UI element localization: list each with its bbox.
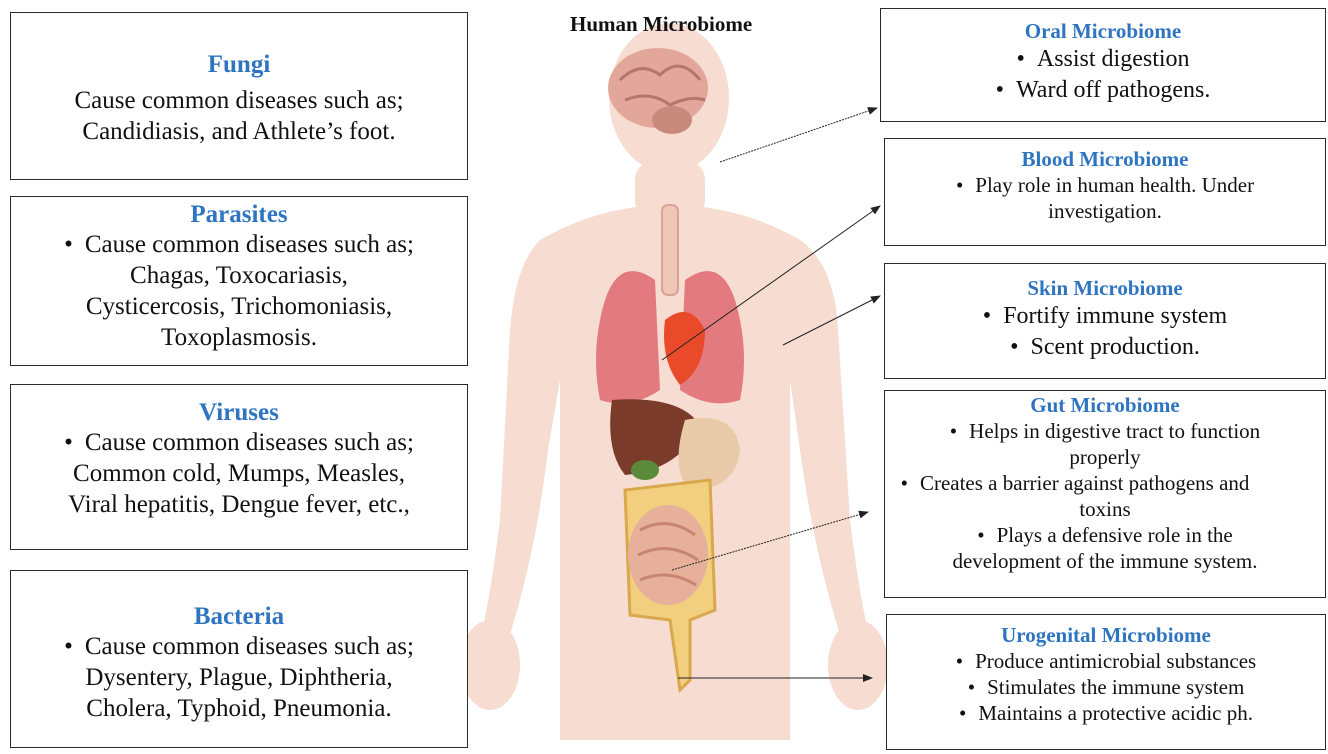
bullet-dot: •: [996, 77, 1004, 103]
bullet-dot: •: [950, 419, 957, 443]
skin-bullet: • Scent production.: [885, 332, 1325, 363]
skin-microbiome-box: Skin Microbiome • Fortify immune system •…: [884, 263, 1326, 379]
trachea: [662, 205, 678, 295]
blood-microbiome-title: Blood Microbiome: [885, 147, 1325, 172]
urogenital-bullet: • Maintains a protective acidic ph.: [887, 700, 1325, 726]
bullet-dot: •: [1016, 46, 1024, 72]
blood-line: Play role in human health. Under: [975, 173, 1254, 197]
bacteria-bullet: • Cause common diseases such as;: [11, 631, 467, 662]
parasites-line: Cysticercosis, Trichomoniasis,: [11, 291, 467, 322]
bacteria-title: Bacteria: [11, 603, 467, 631]
gut-line: Helps in digestive tract to function: [969, 419, 1260, 443]
blood-bullet: • Play role in human health. Under: [885, 172, 1325, 198]
urogenital-line: Maintains a protective acidic ph.: [978, 701, 1253, 725]
urogenital-microbiome-title: Urogenital Microbiome: [887, 623, 1325, 648]
bullet-dot: •: [956, 173, 963, 197]
urogenital-bullet: • Stimulates the immune system: [887, 674, 1325, 700]
bacteria-line: Cholera, Typhoid, Pneumonia.: [11, 693, 467, 724]
urogenital-bullet: • Produce antimicrobial substances: [887, 648, 1325, 674]
parasites-line: Chagas, Toxocariasis,: [11, 260, 467, 291]
oral-bullet: • Assist digestion: [881, 44, 1325, 75]
bullet-dot: •: [977, 523, 984, 547]
bacteria-line: Cause common diseases such as;: [85, 633, 414, 660]
gut-microbiome-title: Gut Microbiome: [885, 393, 1325, 418]
parasites-bullet: • Cause common diseases such as;: [11, 229, 467, 260]
oral-microbiome-title: Oral Microbiome: [881, 19, 1325, 44]
parasites-line: Toxoplasmosis.: [11, 322, 467, 353]
viruses-line: Cause common diseases such as;: [85, 429, 414, 456]
blood-microbiome-box: Blood Microbiome • Play role in human hea…: [884, 138, 1326, 246]
viruses-bullet: • Cause common diseases such as;: [11, 427, 467, 458]
bacteria-line: Dysentery, Plague, Diphtheria,: [11, 662, 467, 693]
blood-line: investigation.: [885, 198, 1325, 224]
bacteria-box: Bacteria • Cause common diseases such as;…: [10, 570, 468, 748]
oral-microbiome-box: Oral Microbiome • Assist digestion • Ward …: [880, 8, 1326, 122]
viruses-line: Common cold, Mumps, Measles,: [11, 458, 467, 489]
gut-line: Plays a defensive role in the: [997, 523, 1233, 547]
urogenital-line: Stimulates the immune system: [987, 675, 1244, 699]
figure-title: Human Microbiome: [570, 12, 752, 37]
gut-microbiome-box: Gut Microbiome • Helps in digestive tract…: [884, 390, 1326, 598]
fungi-box: Fungi Cause common diseases such as; Can…: [10, 12, 468, 180]
arrow-to-oral: [720, 108, 877, 162]
fungi-line: Cause common diseases such as;: [11, 85, 467, 116]
gut-line: toxins: [885, 496, 1325, 522]
bullet-dot: •: [64, 231, 73, 258]
skin-bullet: • Fortify immune system: [885, 301, 1325, 332]
gut-bullet: • Plays a defensive role in the: [885, 522, 1325, 548]
parasites-title: Parasites: [11, 201, 467, 229]
gut-bullet: • Creates a barrier against pathogens and: [825, 470, 1325, 496]
bullet-dot: •: [968, 675, 975, 699]
fungi-line: Candidiasis, and Athlete’s foot.: [11, 116, 467, 147]
oral-line: Assist digestion: [1037, 46, 1190, 72]
gallbladder-organ: [631, 460, 659, 480]
viruses-box: Viruses •Cause common diseases such as; …: [10, 384, 468, 550]
oral-bullet: • Ward off pathogens.: [881, 75, 1325, 106]
bullet-dot: •: [64, 633, 73, 660]
gut-line: development of the immune system.: [885, 548, 1325, 574]
bullet-dot: •: [956, 649, 963, 673]
gut-line: properly: [885, 444, 1325, 470]
gut-line: Creates a barrier against pathogens and: [920, 471, 1249, 495]
oral-line: Ward off pathogens.: [1016, 77, 1210, 103]
parasites-box: Parasites • Cause common diseases such as…: [10, 196, 468, 366]
fungi-title: Fungi: [11, 51, 467, 79]
skin-line: Scent production.: [1031, 334, 1200, 360]
parasites-line: Cause common diseases such as;: [85, 231, 414, 258]
viruses-title: Viruses: [11, 399, 467, 427]
urogenital-microbiome-box: Urogenital Microbiome •Produce antimicro…: [886, 614, 1326, 750]
bullet-dot: •: [901, 471, 908, 495]
skin-microbiome-title: Skin Microbiome: [885, 276, 1325, 301]
urogenital-line: Produce antimicrobial substances: [975, 649, 1256, 673]
bullet-dot: •: [959, 701, 966, 725]
skin-line: Fortify immune system: [1003, 303, 1227, 329]
bullet-dot: •: [983, 303, 991, 329]
bullet-dot: •: [1010, 334, 1018, 360]
viruses-line: Viral hepatitis, Dengue fever, etc.,: [11, 489, 467, 520]
bullet-dot: •: [64, 429, 73, 456]
small-intestine-organ: [628, 505, 708, 605]
gut-bullet: • Helps in digestive tract to function: [885, 418, 1325, 444]
